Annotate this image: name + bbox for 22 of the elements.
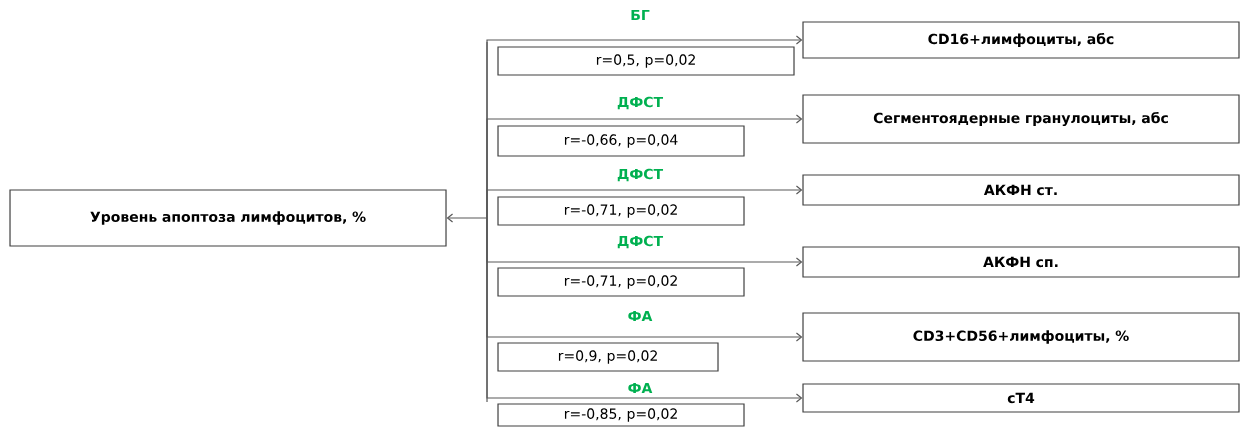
indicator-box: АКФН ст. <box>802 174 1240 206</box>
edge-label: ДФСТ <box>617 168 664 182</box>
indicator-box: CD16+лимфоциты, абс <box>802 21 1240 59</box>
edge-label: ДФСТ <box>617 235 664 249</box>
process-box: Уровень апоптоза лимфоцитов, % <box>9 189 447 247</box>
indicator-box: CD3+CD56+лимфоциты, % <box>802 312 1240 362</box>
edge-label: ДФСТ <box>617 96 664 110</box>
edge-label: ФА <box>628 310 653 322</box>
edge-label: БГ <box>631 9 650 21</box>
statistics-box: r=-0,66, p=0,04 <box>497 125 745 157</box>
statistics-box: r=0,5, p=0,02 <box>497 46 795 76</box>
connector-stub <box>446 213 488 223</box>
statistics-box: r=0,9, p=0,02 <box>497 342 719 372</box>
connector-arrow <box>486 185 803 219</box>
indicator-box: Сегментоядерные гранулоциты, абс <box>802 94 1240 144</box>
statistics-box: r=-0,85, p=0,02 <box>497 403 745 427</box>
connector-arrow <box>486 217 803 403</box>
indicator-box: сТ4 <box>802 383 1240 413</box>
statistics-box: r=-0,71, p=0,02 <box>497 196 745 226</box>
edge-label: ФА <box>628 382 653 394</box>
indicator-box: АКФН сп. <box>802 246 1240 278</box>
statistics-box: r=-0,71, p=0,02 <box>497 267 745 297</box>
